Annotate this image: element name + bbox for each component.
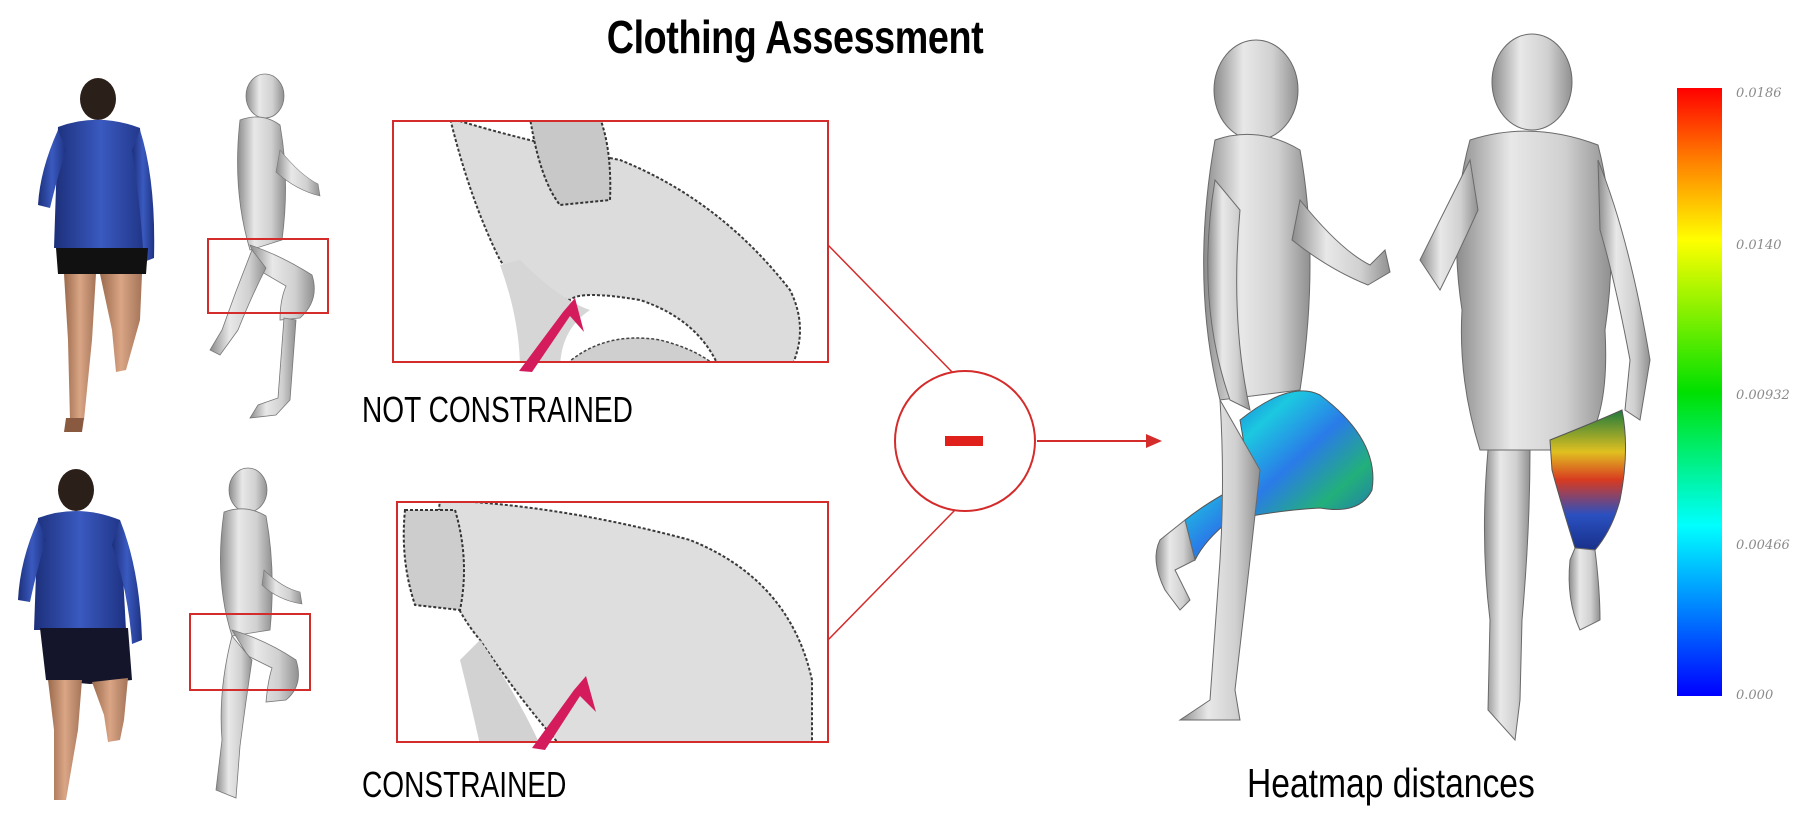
connector-top [828,245,955,375]
caption-constrained: CONSTRAINED [362,764,566,806]
colorbar-tick: 0.0186 [1736,86,1782,101]
caption-heatmap: Heatmap distances [1247,760,1535,807]
result-arrow-head [1146,434,1162,448]
operator-symbol: − [949,412,981,444]
zoom-panel-constrained [397,500,828,750]
runner-textured-top [38,78,154,432]
colorbar [1677,88,1722,696]
colorbar-tick: 0.00932 [1736,388,1790,403]
figure-title: Clothing Assessment [143,10,1447,64]
colorbar-tick: 0.00466 [1736,538,1790,553]
connector-bottom [828,510,955,640]
heatmap-body-back [1420,34,1650,740]
scan-body-bottom [216,468,302,798]
colorbar-tick: 0.000 [1736,688,1773,703]
scan-body-top [210,74,320,418]
zoom-panel-not-constrained [393,118,828,372]
heatmap-body-side [1156,40,1390,720]
colorbar-tick: 0.0140 [1736,238,1782,253]
runner-textured-bottom [18,469,142,800]
caption-not-constrained: NOT CONSTRAINED [362,389,633,431]
